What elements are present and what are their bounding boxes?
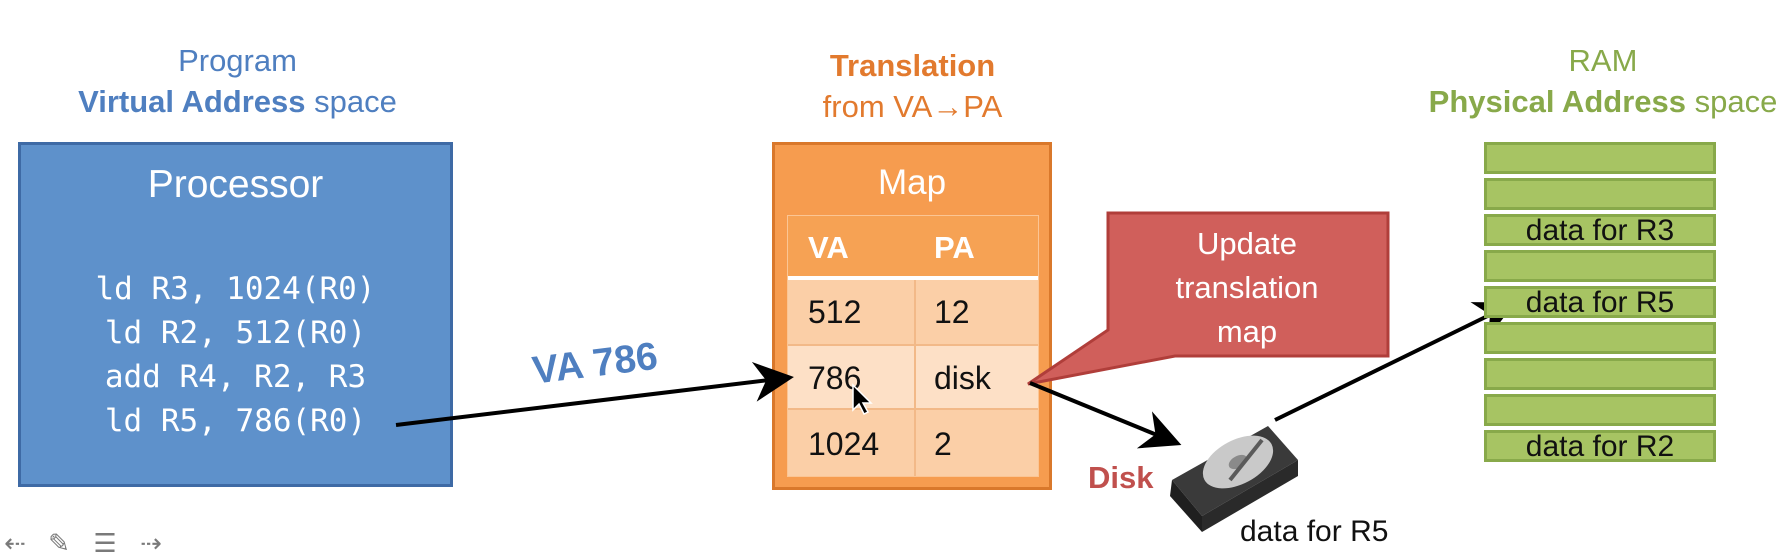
program-header: Program Virtual Address space	[40, 40, 435, 122]
processor-box: Processor ld R3, 1024(R0) ld R2, 512(R0)…	[18, 142, 453, 487]
ram-header: RAM Physical Address space	[1420, 40, 1786, 122]
map-box: Map VA PA 512 12 786 disk 1024 2	[772, 142, 1052, 490]
table-cell-va: 512	[808, 294, 862, 330]
header-divider	[788, 276, 1038, 280]
ram-slot: data for R5	[1484, 286, 1716, 319]
table-cell-pa: 2	[934, 426, 952, 462]
ram-slot	[1484, 178, 1716, 210]
program-header-line2: Virtual Address space	[78, 84, 397, 119]
pa-column-header: PA	[934, 230, 975, 265]
va-column-header: VA	[808, 230, 849, 265]
ram-slot: data for R3	[1484, 214, 1716, 247]
translation-header-line1: Translation	[829, 48, 996, 83]
table-row: 512 12	[788, 280, 1038, 344]
disk-data-label: data for R5	[1240, 515, 1389, 548]
pen-icon[interactable]: ✎	[48, 528, 70, 558]
table-cell-pa: 12	[934, 294, 970, 330]
ram-header-line1: RAM	[1568, 43, 1638, 78]
menu-icon[interactable]: ☰	[93, 528, 117, 558]
ram-slot	[1484, 142, 1716, 174]
callout-line: map	[1216, 314, 1278, 349]
program-header-line1: Program	[178, 43, 297, 78]
ram-slot	[1484, 250, 1716, 282]
map-title: Map	[877, 163, 947, 202]
arrow-left-icon[interactable]: ⇠	[4, 528, 26, 558]
ram-arrow	[1274, 302, 1516, 422]
translation-header: Translation from VA→PA	[770, 45, 1055, 127]
translation-header-line2: from VA→PA	[822, 89, 1003, 124]
ram-slot	[1484, 394, 1716, 426]
arrow-right-icon[interactable]: ⇢	[140, 528, 162, 558]
code-line-1: ld R3, 1024(R0)	[95, 271, 376, 307]
code-line-3: add R4, R2, R3	[104, 359, 367, 395]
ram-slot	[1484, 358, 1716, 390]
row-divider	[788, 344, 1038, 346]
ram-slot: data for R2	[1484, 430, 1716, 463]
processor-title: Processor	[147, 163, 324, 206]
table-cell-va: 1024	[808, 426, 880, 462]
ram-slot	[1484, 322, 1716, 354]
column-divider	[914, 280, 916, 476]
hard-disk-icon	[1170, 426, 1298, 532]
code-line-2: ld R2, 512(R0)	[104, 315, 367, 351]
ram-block: data for R3 data for R5 data for R2	[1484, 142, 1716, 464]
table-cell-pa: disk	[934, 360, 991, 396]
table-row: 1024 2	[788, 410, 1038, 476]
code-line-4: ld R5, 786(R0)	[104, 403, 367, 439]
row-divider	[788, 408, 1038, 410]
table-header-row: VA PA	[788, 216, 1038, 278]
disk-label: Disk	[1088, 460, 1154, 495]
table-row: 786 disk	[788, 346, 1038, 408]
disk-arrow	[1029, 381, 1182, 449]
cursor-icon	[852, 383, 873, 416]
va-arrow	[395, 361, 794, 427]
map-table: VA PA 512 12 786 disk 1024 2	[787, 215, 1039, 477]
callout-box	[1027, 211, 1390, 386]
callout-line: translation	[1175, 270, 1319, 305]
callout-text: Update translation map	[1112, 222, 1382, 354]
callout-line: Update	[1197, 226, 1297, 261]
ram-header-line2: Physical Address space	[1428, 84, 1778, 119]
